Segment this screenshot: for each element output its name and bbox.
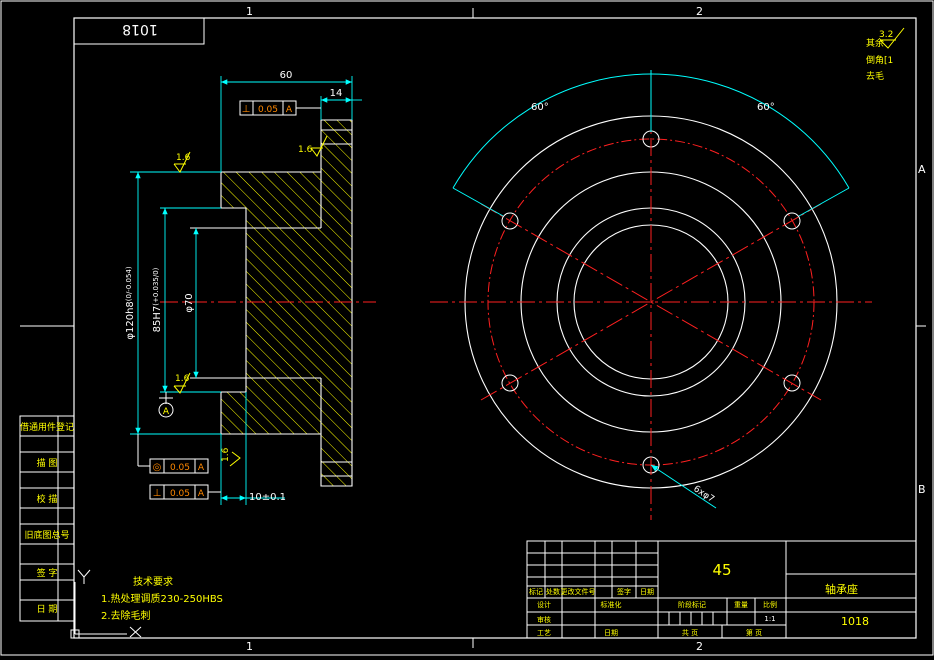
gdt-frame-bottom: ⊥ 0.05 A xyxy=(149,484,221,500)
svg-text:日期: 日期 xyxy=(640,588,654,596)
svg-text:校 描: 校 描 xyxy=(37,493,58,505)
zone-top-1: 1 xyxy=(246,5,253,18)
svg-text:A: A xyxy=(286,105,293,115)
technical-requirements: 技术要求 1.热处理调质230-250HBS 2.去除毛刺 xyxy=(101,575,223,622)
svg-text:A: A xyxy=(198,489,205,499)
title-block xyxy=(526,540,917,639)
svg-text:去毛: 去毛 xyxy=(866,70,884,82)
zone-right-b: B xyxy=(918,483,926,496)
material: 45 xyxy=(712,561,731,579)
svg-text:工艺: 工艺 xyxy=(537,629,551,637)
roughness-symbols xyxy=(173,135,328,467)
svg-text:审核: 审核 xyxy=(537,615,551,624)
svg-text:更改文件号: 更改文件号 xyxy=(561,587,596,596)
svg-text:借通用件登记: 借通用件登记 xyxy=(20,421,74,433)
dim-flange-thickness: 14 xyxy=(330,88,343,99)
end-view: 60° 60° 6xφ7 xyxy=(430,70,872,520)
zone-right-a: A xyxy=(918,163,926,176)
roughness-2: 1.6 xyxy=(298,145,313,155)
svg-text:第 页: 第 页 xyxy=(746,628,762,637)
svg-text:◎: ◎ xyxy=(153,462,162,473)
svg-text:旧底图总号: 旧底图总号 xyxy=(24,529,69,541)
svg-text:重量: 重量 xyxy=(734,601,748,609)
svg-text:签字: 签字 xyxy=(617,587,631,596)
holes-callout: 6xφ7 xyxy=(691,484,715,505)
svg-text:0.05: 0.05 xyxy=(170,463,190,473)
dim-overall-length: 60 xyxy=(280,70,293,81)
dim-step-length: 10±0.1 xyxy=(249,492,286,503)
title-block-text: 45 轴承座 1018 标记 处数 更改文件号 签字 日期 设计 标准化 审核 … xyxy=(529,561,869,637)
zone-top-2: 2 xyxy=(696,5,703,18)
datum-circle xyxy=(158,402,174,418)
other-surfaces-note: 其余 倒角[1 去毛 3.2 xyxy=(866,27,905,82)
datum-label: A xyxy=(163,407,170,417)
section-view: 60 14 10±0.1 φ120h8(0/-0.054) 85H7(+0.03… xyxy=(125,70,376,505)
zone-bottom-1: 1 xyxy=(246,640,253,653)
drawing-number-rotated: 1018 xyxy=(122,21,158,37)
dim-bore-diameter: 85H7(+0.035/0) xyxy=(152,267,163,332)
svg-text:描 图: 描 图 xyxy=(37,457,58,469)
svg-text:标准化: 标准化 xyxy=(601,600,622,609)
gdt-frame-top: ⊥ 0.05 A xyxy=(239,100,321,116)
svg-text:A: A xyxy=(198,463,205,473)
gdt-frame-mid: ◎ 0.05 A xyxy=(137,434,209,474)
svg-text:其余: 其余 xyxy=(866,37,884,49)
dim-inner-diameter: φ70 xyxy=(184,293,195,312)
svg-text:φ120h8(0/-0.054): φ120h8(0/-0.054) xyxy=(125,266,136,339)
svg-text:0.05: 0.05 xyxy=(170,489,190,499)
drawing-no: 1018 xyxy=(841,615,869,628)
roughness-1: 1.6 xyxy=(176,153,191,163)
part-name: 轴承座 xyxy=(825,582,858,596)
svg-text:设计: 设计 xyxy=(537,600,551,609)
svg-text:倒角[1: 倒角[1 xyxy=(866,54,893,66)
svg-text:比例: 比例 xyxy=(763,600,777,609)
roughness-3: 1.6 xyxy=(175,374,190,384)
svg-text:签 字: 签 字 xyxy=(37,567,58,579)
svg-text:2.去除毛刺: 2.去除毛刺 xyxy=(101,609,151,622)
svg-text:标记: 标记 xyxy=(529,587,543,596)
svg-text:日 期: 日 期 xyxy=(37,604,58,615)
svg-text:处数: 处数 xyxy=(546,587,560,596)
svg-text:85H7(+0.035/0): 85H7(+0.035/0) xyxy=(152,267,163,332)
svg-text:阶段标记: 阶段标记 xyxy=(678,600,706,609)
svg-text:⊥: ⊥ xyxy=(153,488,162,499)
svg-text:⊥: ⊥ xyxy=(242,104,251,115)
drawing-frame xyxy=(73,17,917,639)
svg-text:共 页: 共 页 xyxy=(682,628,698,637)
ucs-icon xyxy=(70,569,142,639)
zone-bottom-2: 2 xyxy=(696,640,703,653)
svg-text:日期: 日期 xyxy=(604,629,618,637)
drawing-number-box xyxy=(73,17,205,45)
roughness-other-value: 3.2 xyxy=(879,30,893,40)
scale-value: 1:1 xyxy=(764,615,775,623)
angle-right-label: 60° xyxy=(757,102,775,113)
left-strip-table: 借通用件登记 描 图 校 描 旧底图总号 签 字 日 期 xyxy=(19,415,75,622)
svg-text:技术要求: 技术要求 xyxy=(133,575,173,588)
zone-ticks xyxy=(20,8,926,648)
svg-text:0.05: 0.05 xyxy=(258,105,278,115)
roughness-4: 1.6 xyxy=(221,447,231,462)
svg-text:φ70: φ70 xyxy=(184,293,195,312)
svg-text:1.热处理调质230-250HBS: 1.热处理调质230-250HBS xyxy=(101,592,223,605)
angle-left-label: 60° xyxy=(531,102,549,113)
dim-outer-diameter: φ120h8(0/-0.054) xyxy=(125,266,136,339)
